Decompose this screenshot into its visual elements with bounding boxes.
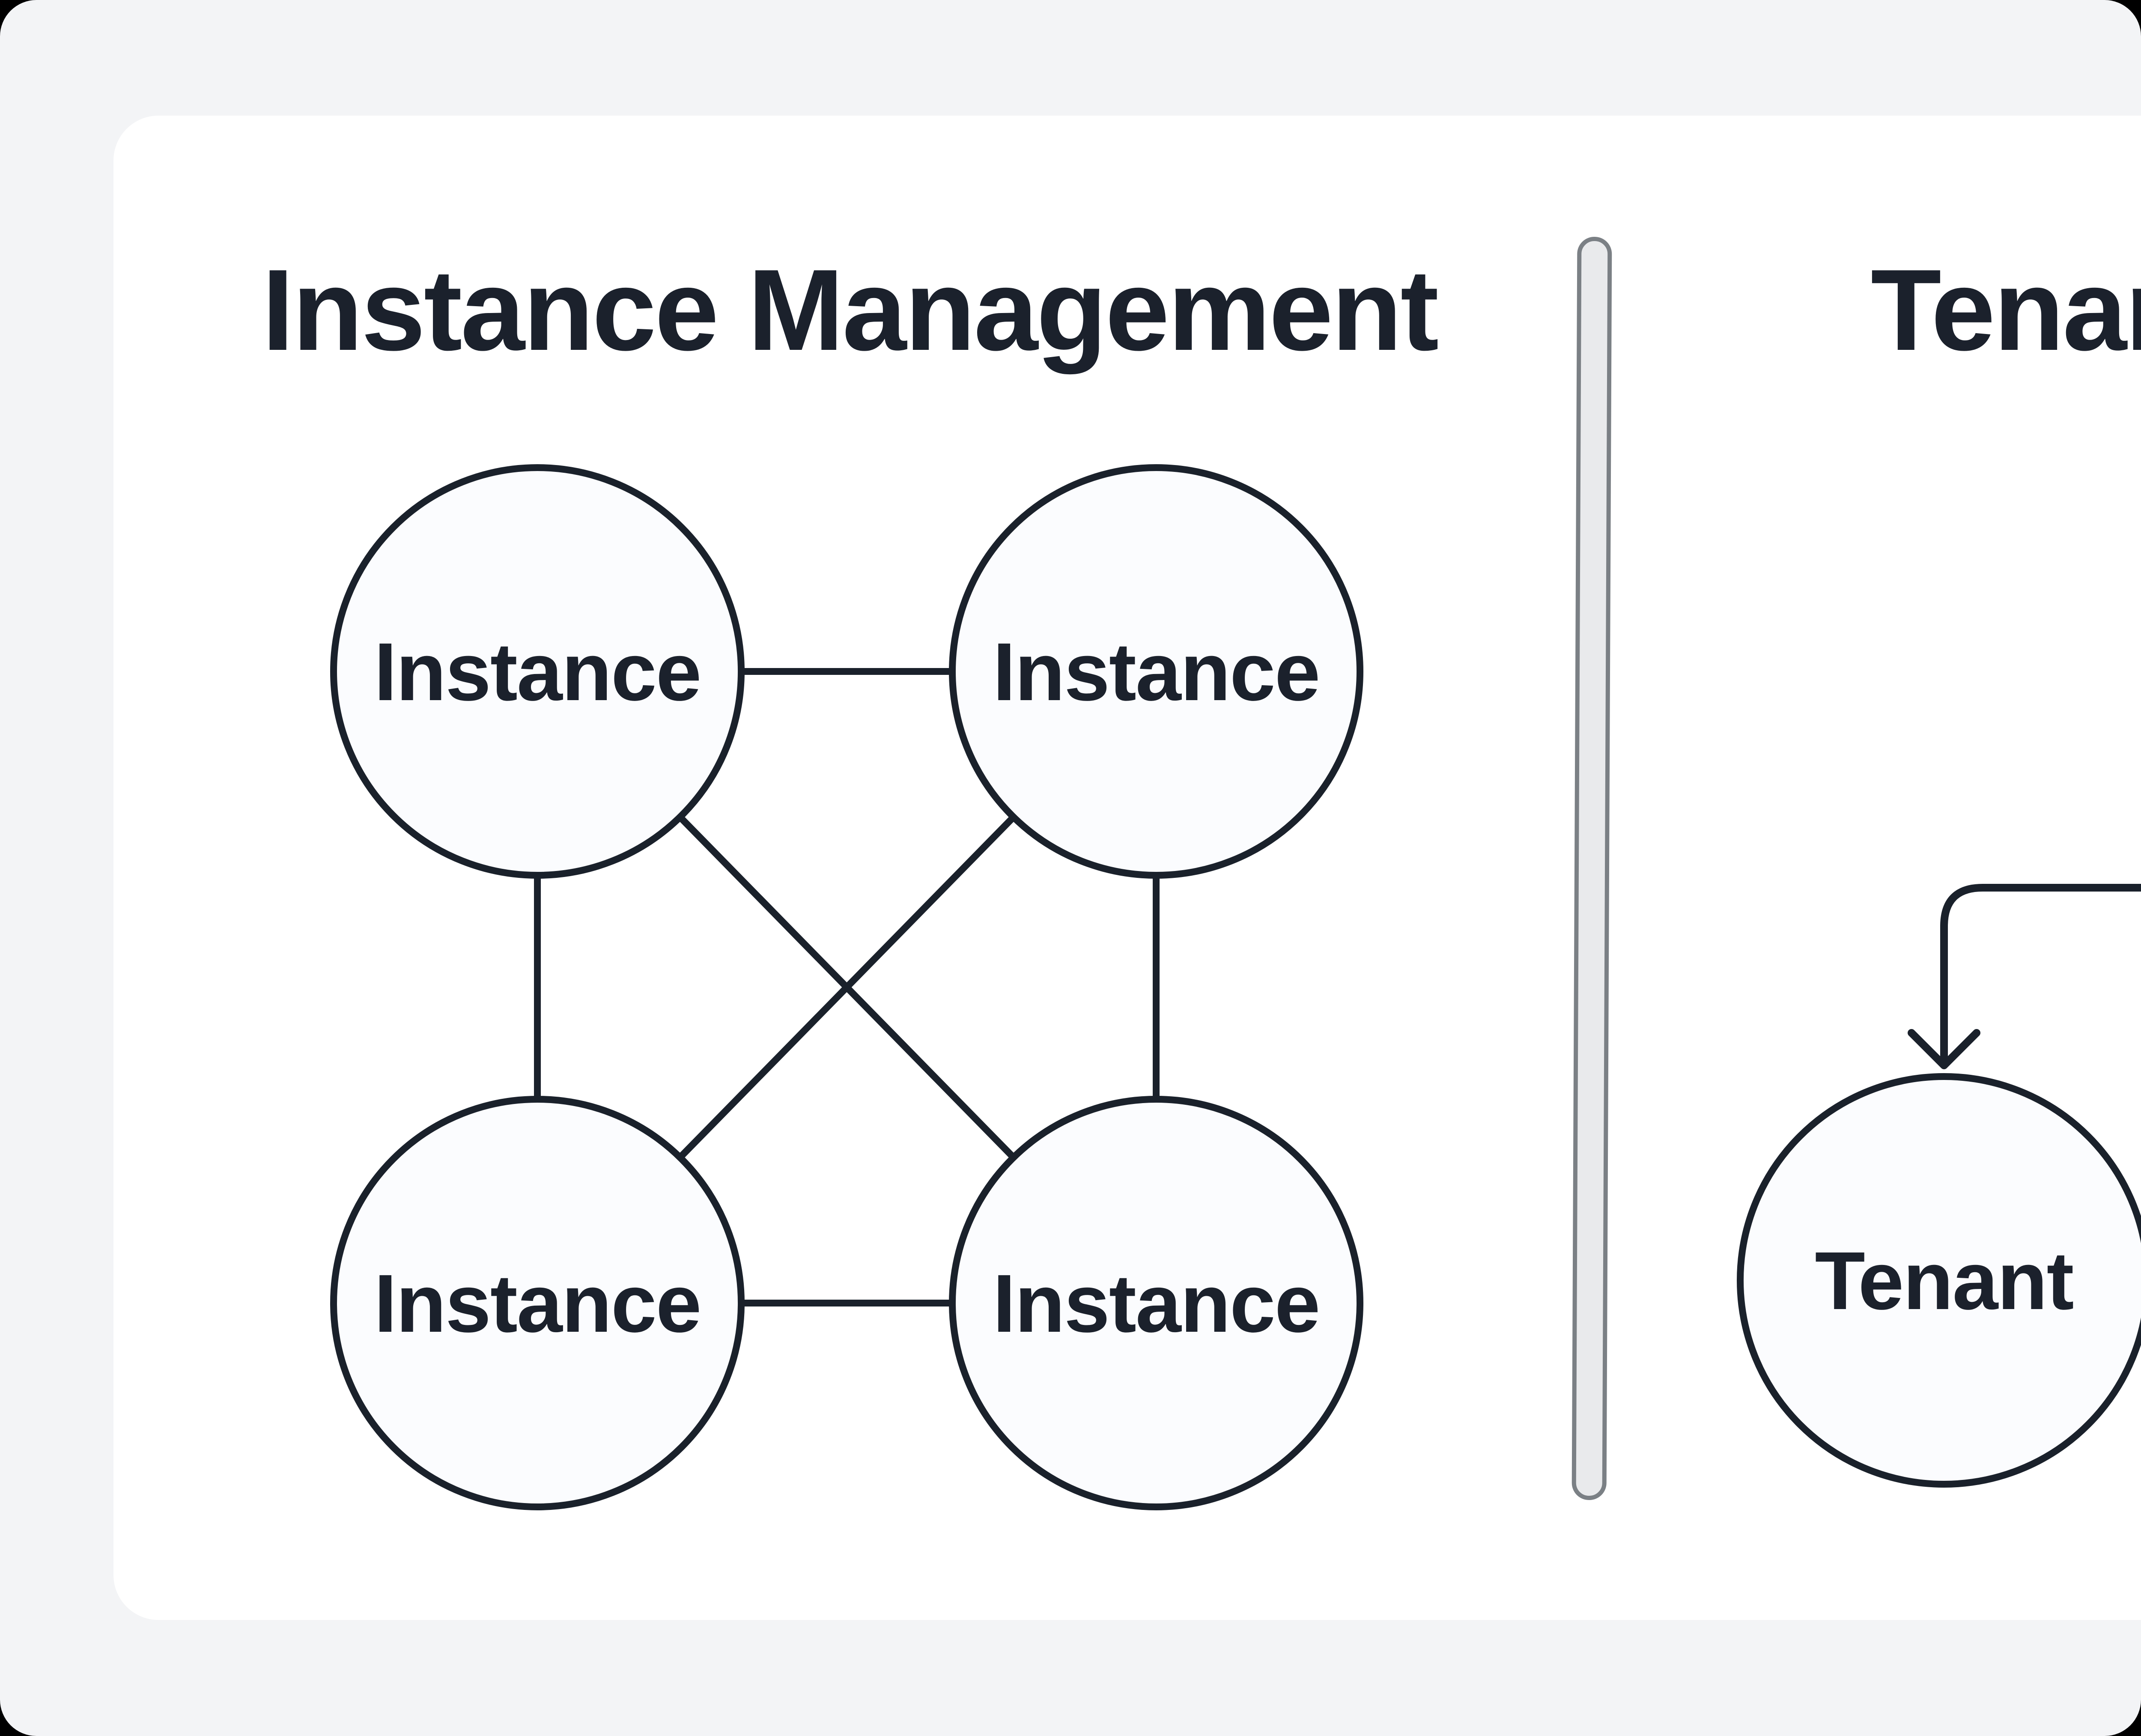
instance-node-circle xyxy=(949,464,1363,879)
instance-node-circle xyxy=(330,1096,745,1510)
arrow-down-icon xyxy=(1908,1029,1980,1069)
instance-node-circle xyxy=(949,1096,1363,1510)
panel-divider xyxy=(1571,237,1612,1500)
right-panel-title: Tenant Management xyxy=(1870,246,2141,375)
left-panel-title: Instance Management xyxy=(262,246,1439,375)
tenant-node-circle xyxy=(1737,1073,2141,1488)
master-to-tenant-connector xyxy=(1940,884,2141,1066)
instance-node-circle xyxy=(330,464,745,879)
